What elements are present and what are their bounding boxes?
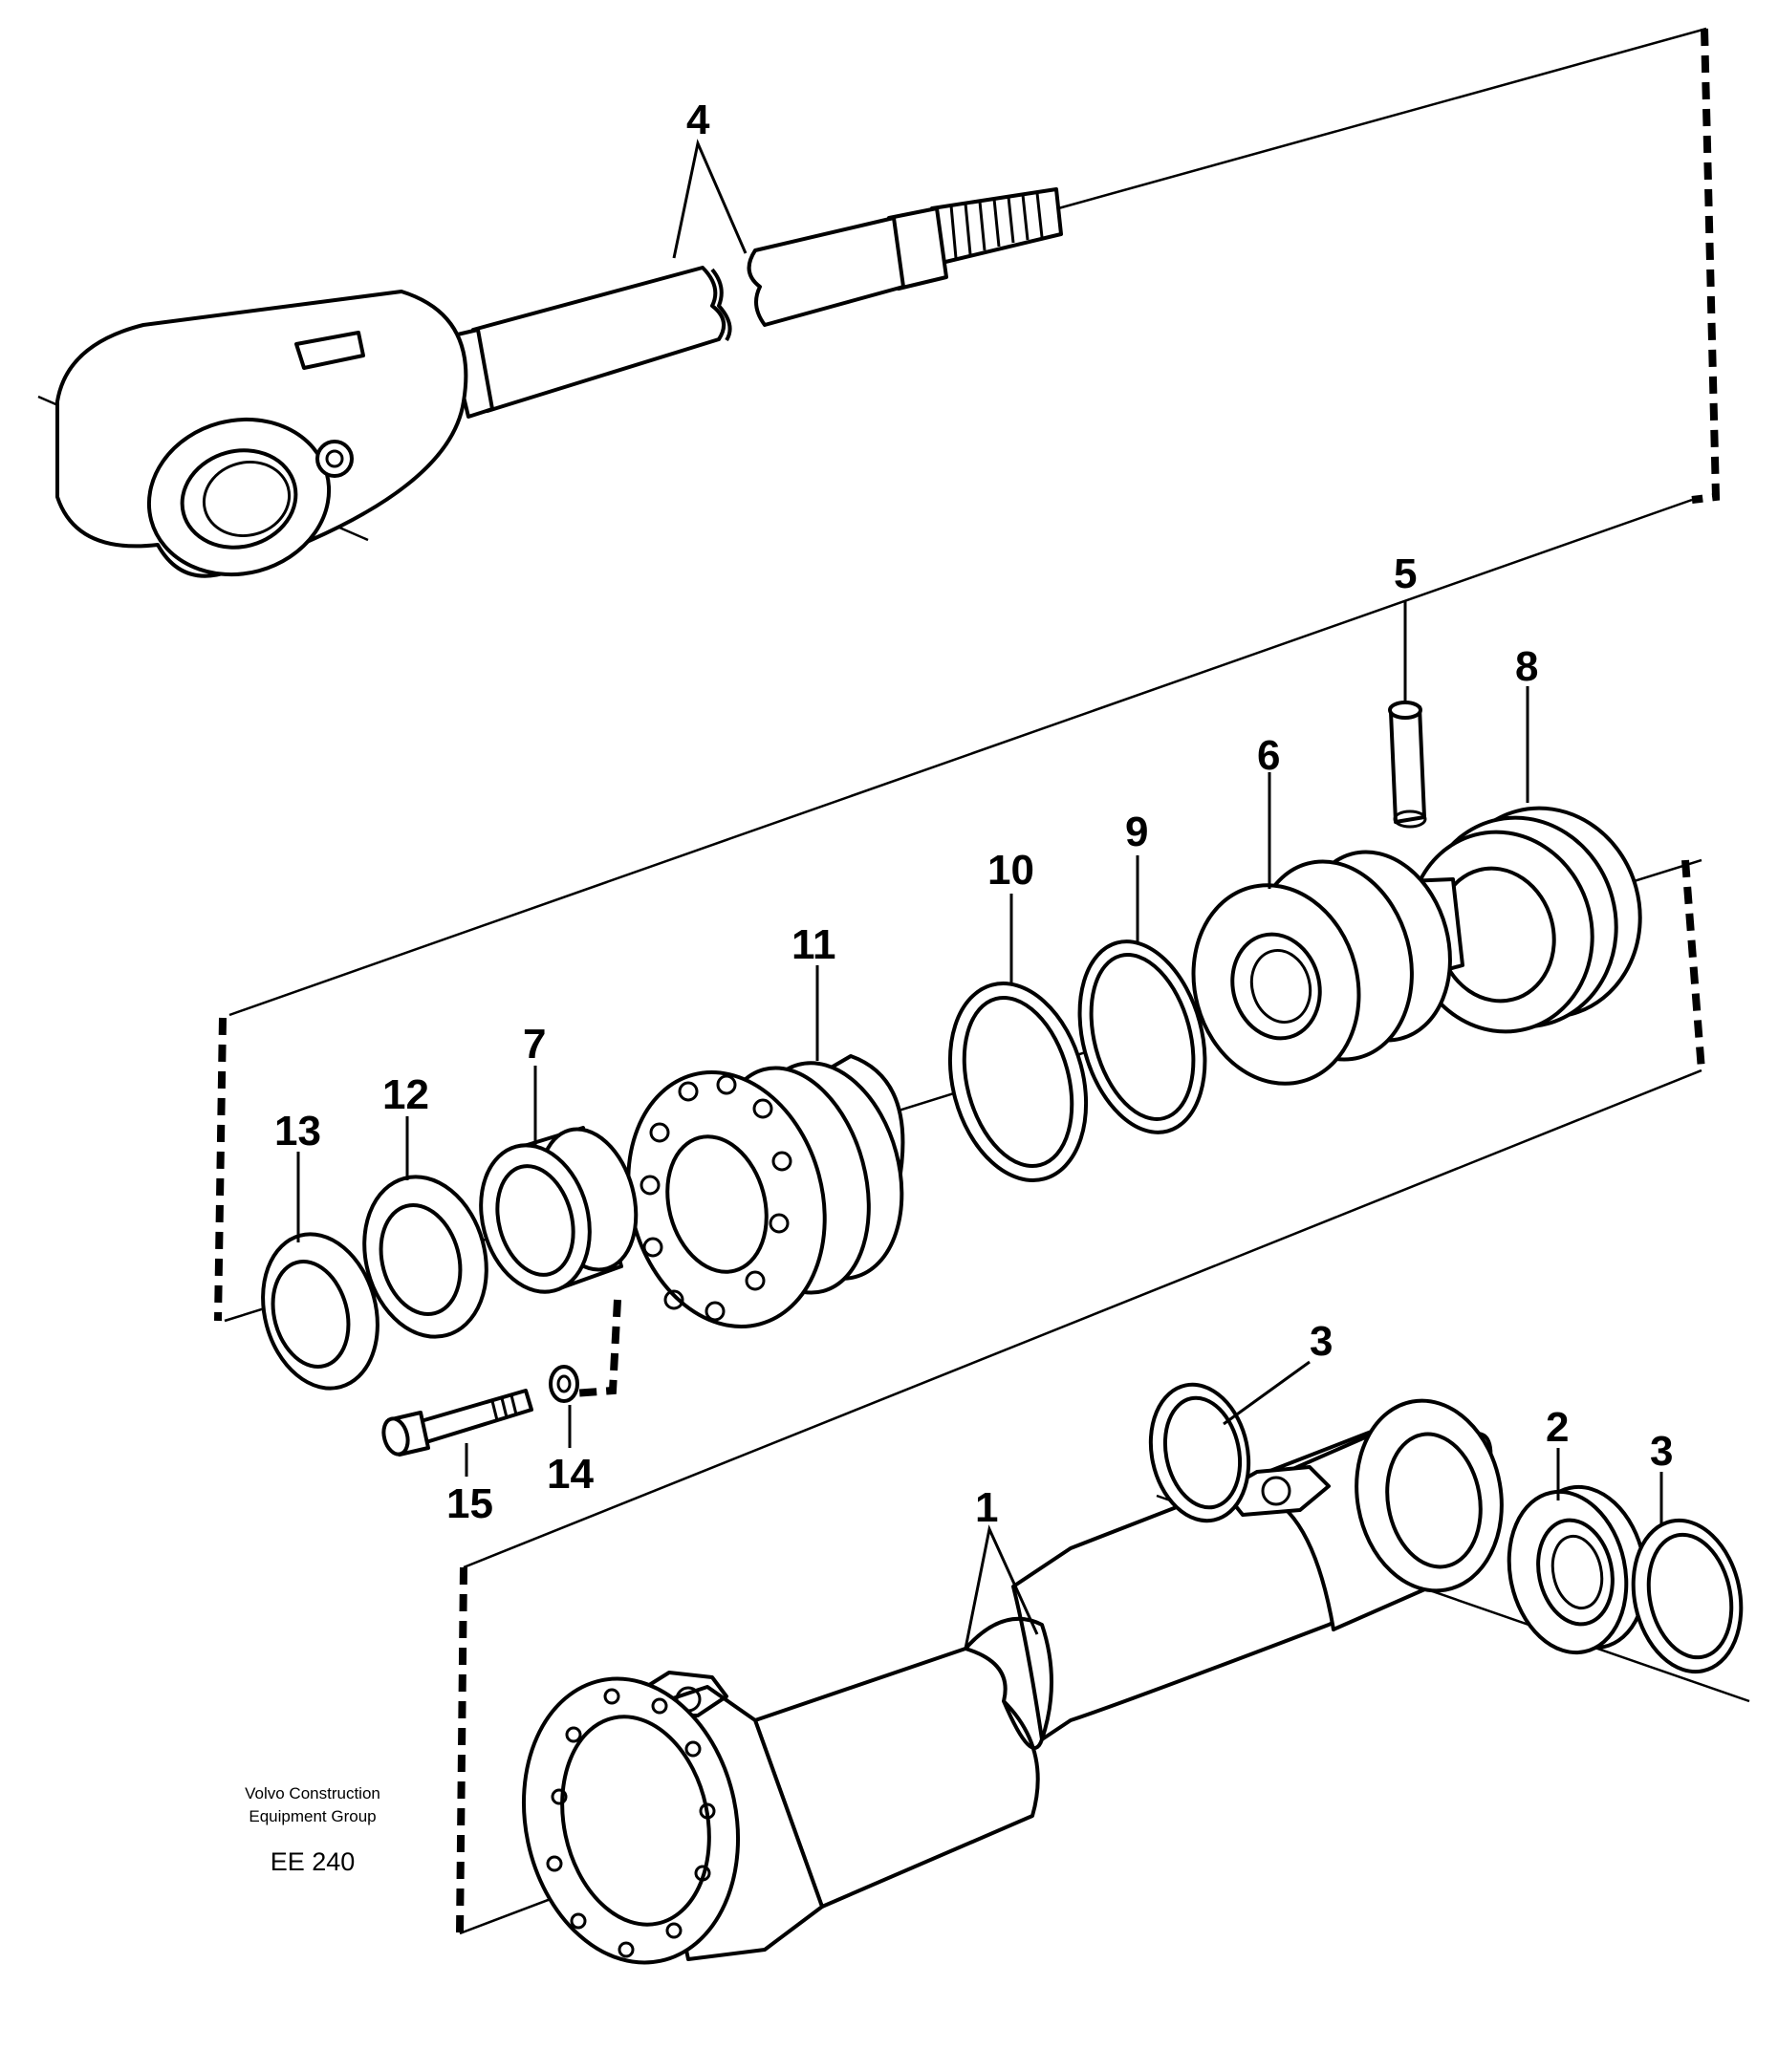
label-part-12: 12	[382, 1071, 429, 1118]
bearing-part	[1507, 1484, 1648, 1655]
label-part-3-lower: 3	[1650, 1428, 1673, 1475]
pin-part	[1388, 701, 1427, 829]
label-part-10: 10	[987, 847, 1034, 894]
cylinder-head-part	[626, 1054, 905, 1328]
drawing-code: EE 240	[271, 1847, 356, 1876]
label-part-4: 4	[686, 97, 710, 143]
label-part-15: 15	[446, 1480, 493, 1527]
label-part-7: 7	[523, 1021, 546, 1068]
label-part-9: 9	[1125, 809, 1148, 855]
label-part-8: 8	[1515, 643, 1538, 690]
screw-part	[381, 1389, 533, 1457]
credit-line-2: Equipment Group	[249, 1807, 376, 1825]
retaining-ring-right	[1631, 1518, 1744, 1674]
cylinder-tube-part	[521, 1398, 1504, 1965]
label-part-11: 11	[791, 921, 836, 968]
label-part-3-upper: 3	[1310, 1318, 1333, 1365]
washer-part	[549, 1365, 579, 1403]
label-part-5: 5	[1394, 550, 1417, 597]
leader-lines	[296, 139, 1663, 1650]
credit-block: Volvo Construction Equipment Group EE 24…	[245, 1784, 380, 1876]
piston-rod	[55, 187, 1063, 578]
label-part-13: 13	[274, 1108, 321, 1155]
wiper-ring-12	[362, 1175, 488, 1339]
retaining-ring-left	[1148, 1382, 1251, 1523]
seal-ring-9	[1077, 939, 1207, 1134]
label-part-6: 6	[1257, 732, 1280, 779]
label-part-14: 14	[547, 1451, 594, 1498]
seal-ring-10	[947, 982, 1089, 1182]
credit-line-1: Volvo Construction	[245, 1784, 380, 1802]
label-part-2: 2	[1546, 1404, 1569, 1451]
wiper-ring-13	[261, 1232, 379, 1391]
bushing-part	[479, 1126, 639, 1294]
part-labels: 4 5 8 6 9 10 11 7 12 13 14 15 1 3 2 3	[274, 97, 1673, 1531]
piston-nut-part	[1191, 850, 1464, 1086]
label-part-1: 1	[975, 1484, 998, 1531]
dashed-frame	[214, 28, 1721, 1934]
